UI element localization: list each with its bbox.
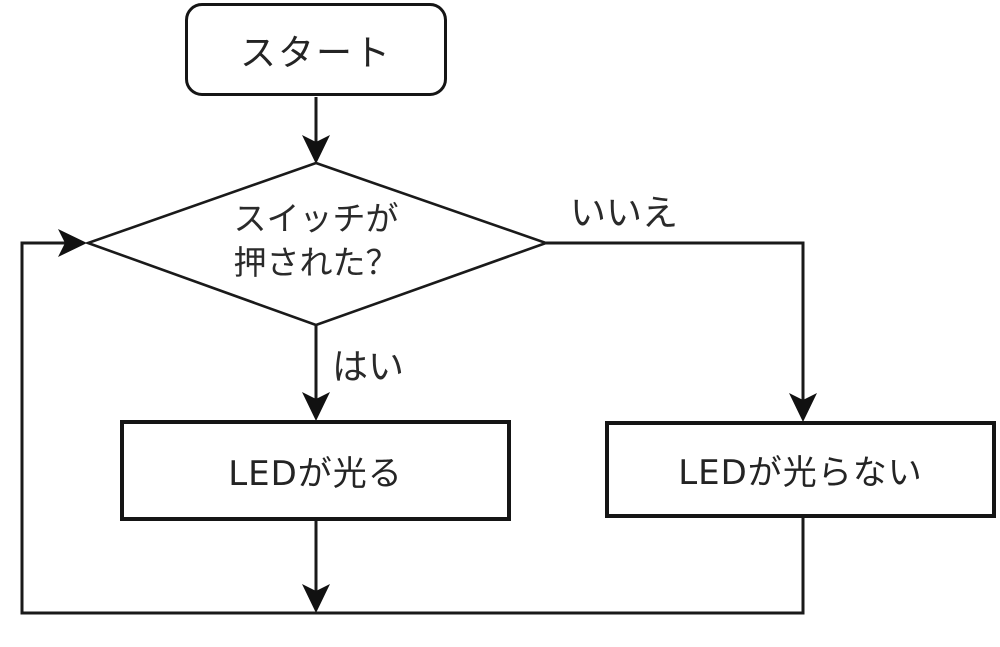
arrowhead-into-decision-top xyxy=(302,135,330,164)
decision-label-line1: スイッチが xyxy=(233,199,399,238)
connector-loop-back xyxy=(20,241,805,615)
start-node-label: スタート xyxy=(239,32,392,74)
connector-no-branch xyxy=(546,241,805,405)
arrowhead-into-decision-left xyxy=(58,229,87,257)
arrowhead-into-led-on-box xyxy=(302,392,330,421)
arrowhead-into-merge-line xyxy=(302,584,330,613)
edge-label-no: いいえ xyxy=(570,193,679,234)
decision-label-line2: 押された？ xyxy=(233,243,399,282)
led-on-label: LEDが光る xyxy=(228,454,403,494)
arrowhead-into-led-off-box xyxy=(789,393,817,422)
edge-label-yes: はい xyxy=(332,347,405,388)
led-off-label: LEDが光らない xyxy=(678,453,923,493)
decision-node-label: スイッチが 押された？ xyxy=(166,197,466,285)
start-node: スタート xyxy=(185,3,447,96)
process-node-led-off: LEDが光らない xyxy=(605,421,996,518)
decision-diamond xyxy=(84,161,550,327)
process-node-led-on: LEDが光る xyxy=(120,420,511,521)
